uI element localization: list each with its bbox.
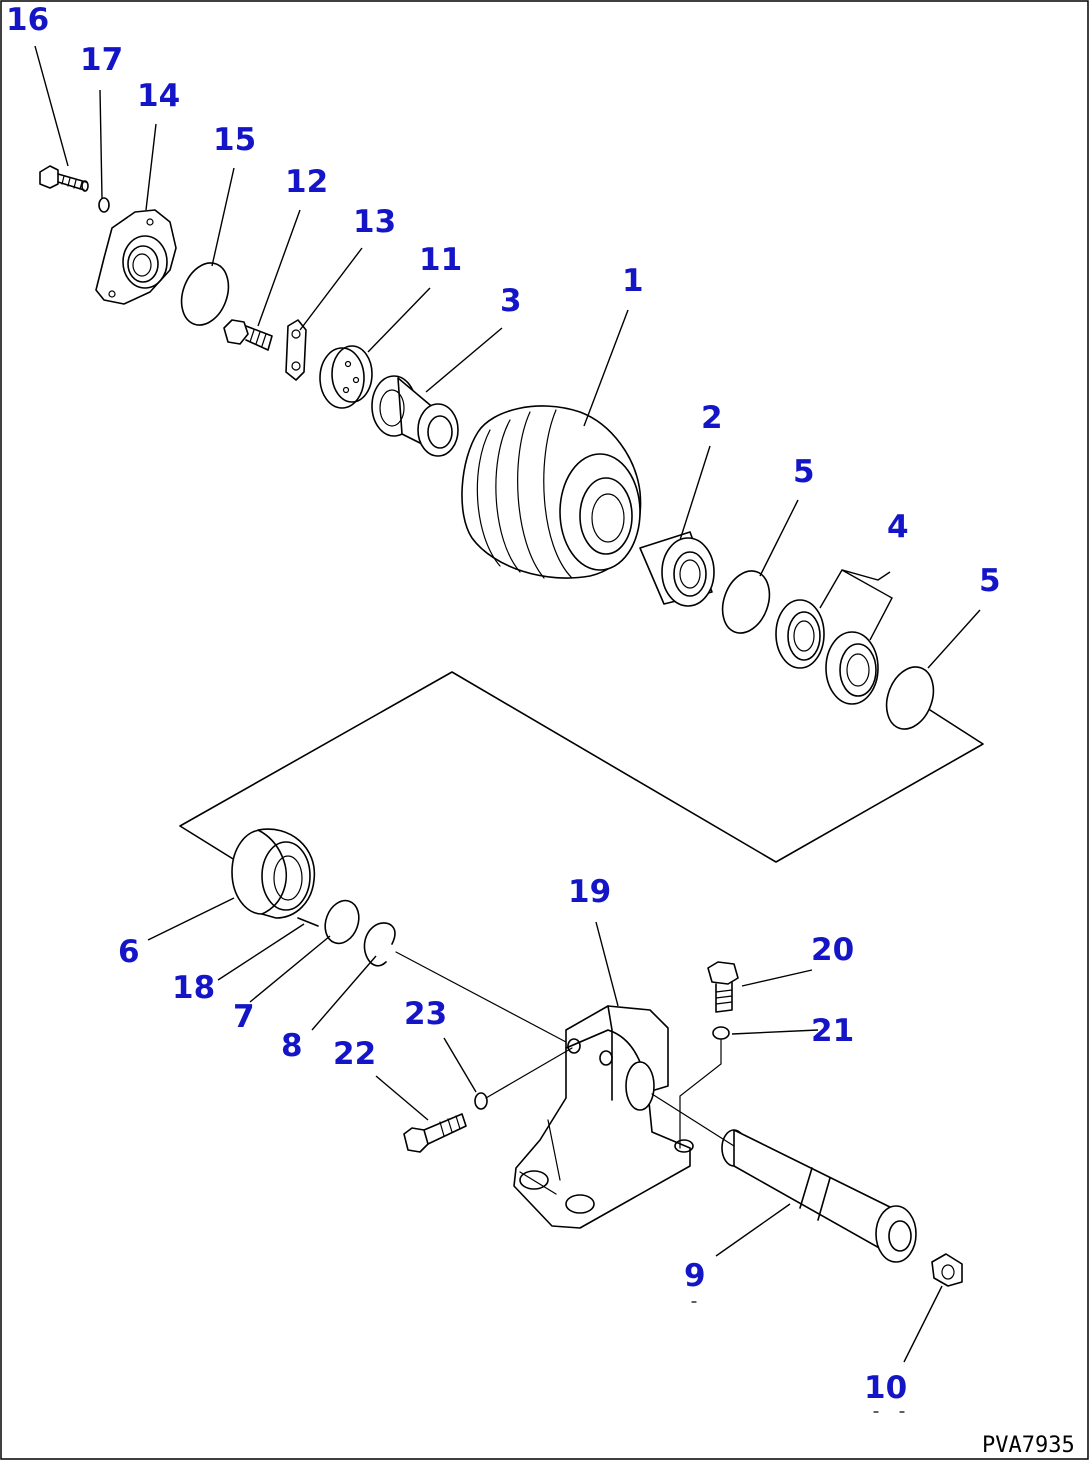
callout-11: 11: [419, 242, 462, 278]
callout-13: 13: [353, 204, 396, 240]
callout-3: 3: [500, 283, 522, 319]
part-18-pin: [297, 917, 319, 927]
callout-2: 2: [701, 400, 723, 436]
leader-lines: [34, 45, 981, 1363]
part-2-bushing: [639, 531, 715, 607]
part-3-bushing: [371, 375, 459, 457]
callout-23: 23: [404, 996, 447, 1032]
callout-5-lower: 5: [979, 563, 1001, 599]
callout-6: 6: [118, 934, 140, 970]
callout-16: 16: [6, 2, 49, 38]
part-17-washer: [98, 197, 110, 213]
drawing-code: PVA7935: [982, 1433, 1075, 1458]
tick-mark: [691, 1301, 905, 1413]
callout-14: 14: [137, 78, 180, 114]
part-4-floating-seal: [775, 599, 879, 705]
part-16-bolt: [39, 165, 89, 192]
part-11-cap: [319, 345, 373, 409]
callout-12: 12: [285, 164, 328, 200]
callout-17: 17: [80, 42, 123, 78]
part-1-roller: [461, 405, 642, 579]
assembly-outline: [179, 671, 984, 863]
part-20-bolt: [707, 961, 739, 1013]
part-5-o-ring-lower: [885, 666, 935, 730]
part-7-o-ring: [324, 899, 360, 945]
part-8-snap-ring: [363, 922, 396, 967]
callout-21: 21: [811, 1013, 854, 1049]
part-19-support: [513, 1005, 694, 1229]
callout-8: 8: [281, 1028, 303, 1064]
callout-10: 10: [864, 1370, 907, 1406]
part-15-o-ring: [180, 262, 230, 326]
part-13-lock-plate: [285, 319, 307, 381]
callout-5-upper: 5: [793, 454, 815, 490]
part-9-shaft: [721, 1129, 917, 1263]
part-23-washer: [474, 1092, 488, 1110]
part-6-floating-seal: [231, 828, 316, 919]
part-10-plug: [931, 1253, 963, 1287]
part-5-o-ring-upper: [721, 570, 771, 634]
part-12-bolt: [223, 319, 273, 351]
callout-9: 9: [684, 1258, 706, 1294]
callout-19: 19: [568, 874, 611, 910]
callout-1: 1: [622, 263, 644, 299]
part-14-cover: [95, 209, 177, 305]
center-line-snap-ring-to-support: [395, 951, 567, 1043]
callout-4: 4: [887, 509, 909, 545]
part-21-washer: [712, 1026, 730, 1040]
callout-labels: 16 17 14 15 12 13 11 3 1 2 5 4 5 6 18 7 …: [6, 2, 1001, 1406]
callout-18: 18: [172, 970, 215, 1006]
callout-22: 22: [333, 1036, 376, 1072]
callout-20: 20: [811, 932, 854, 968]
center-line-bolt20-to-support: [679, 1039, 722, 1149]
center-line-shaft-to-support: [651, 1093, 735, 1147]
center-line-bolt22-to-support: [485, 1047, 573, 1099]
part-22-bolt: [403, 1113, 467, 1153]
callout-7: 7: [233, 999, 255, 1035]
callout-15: 15: [213, 122, 256, 158]
